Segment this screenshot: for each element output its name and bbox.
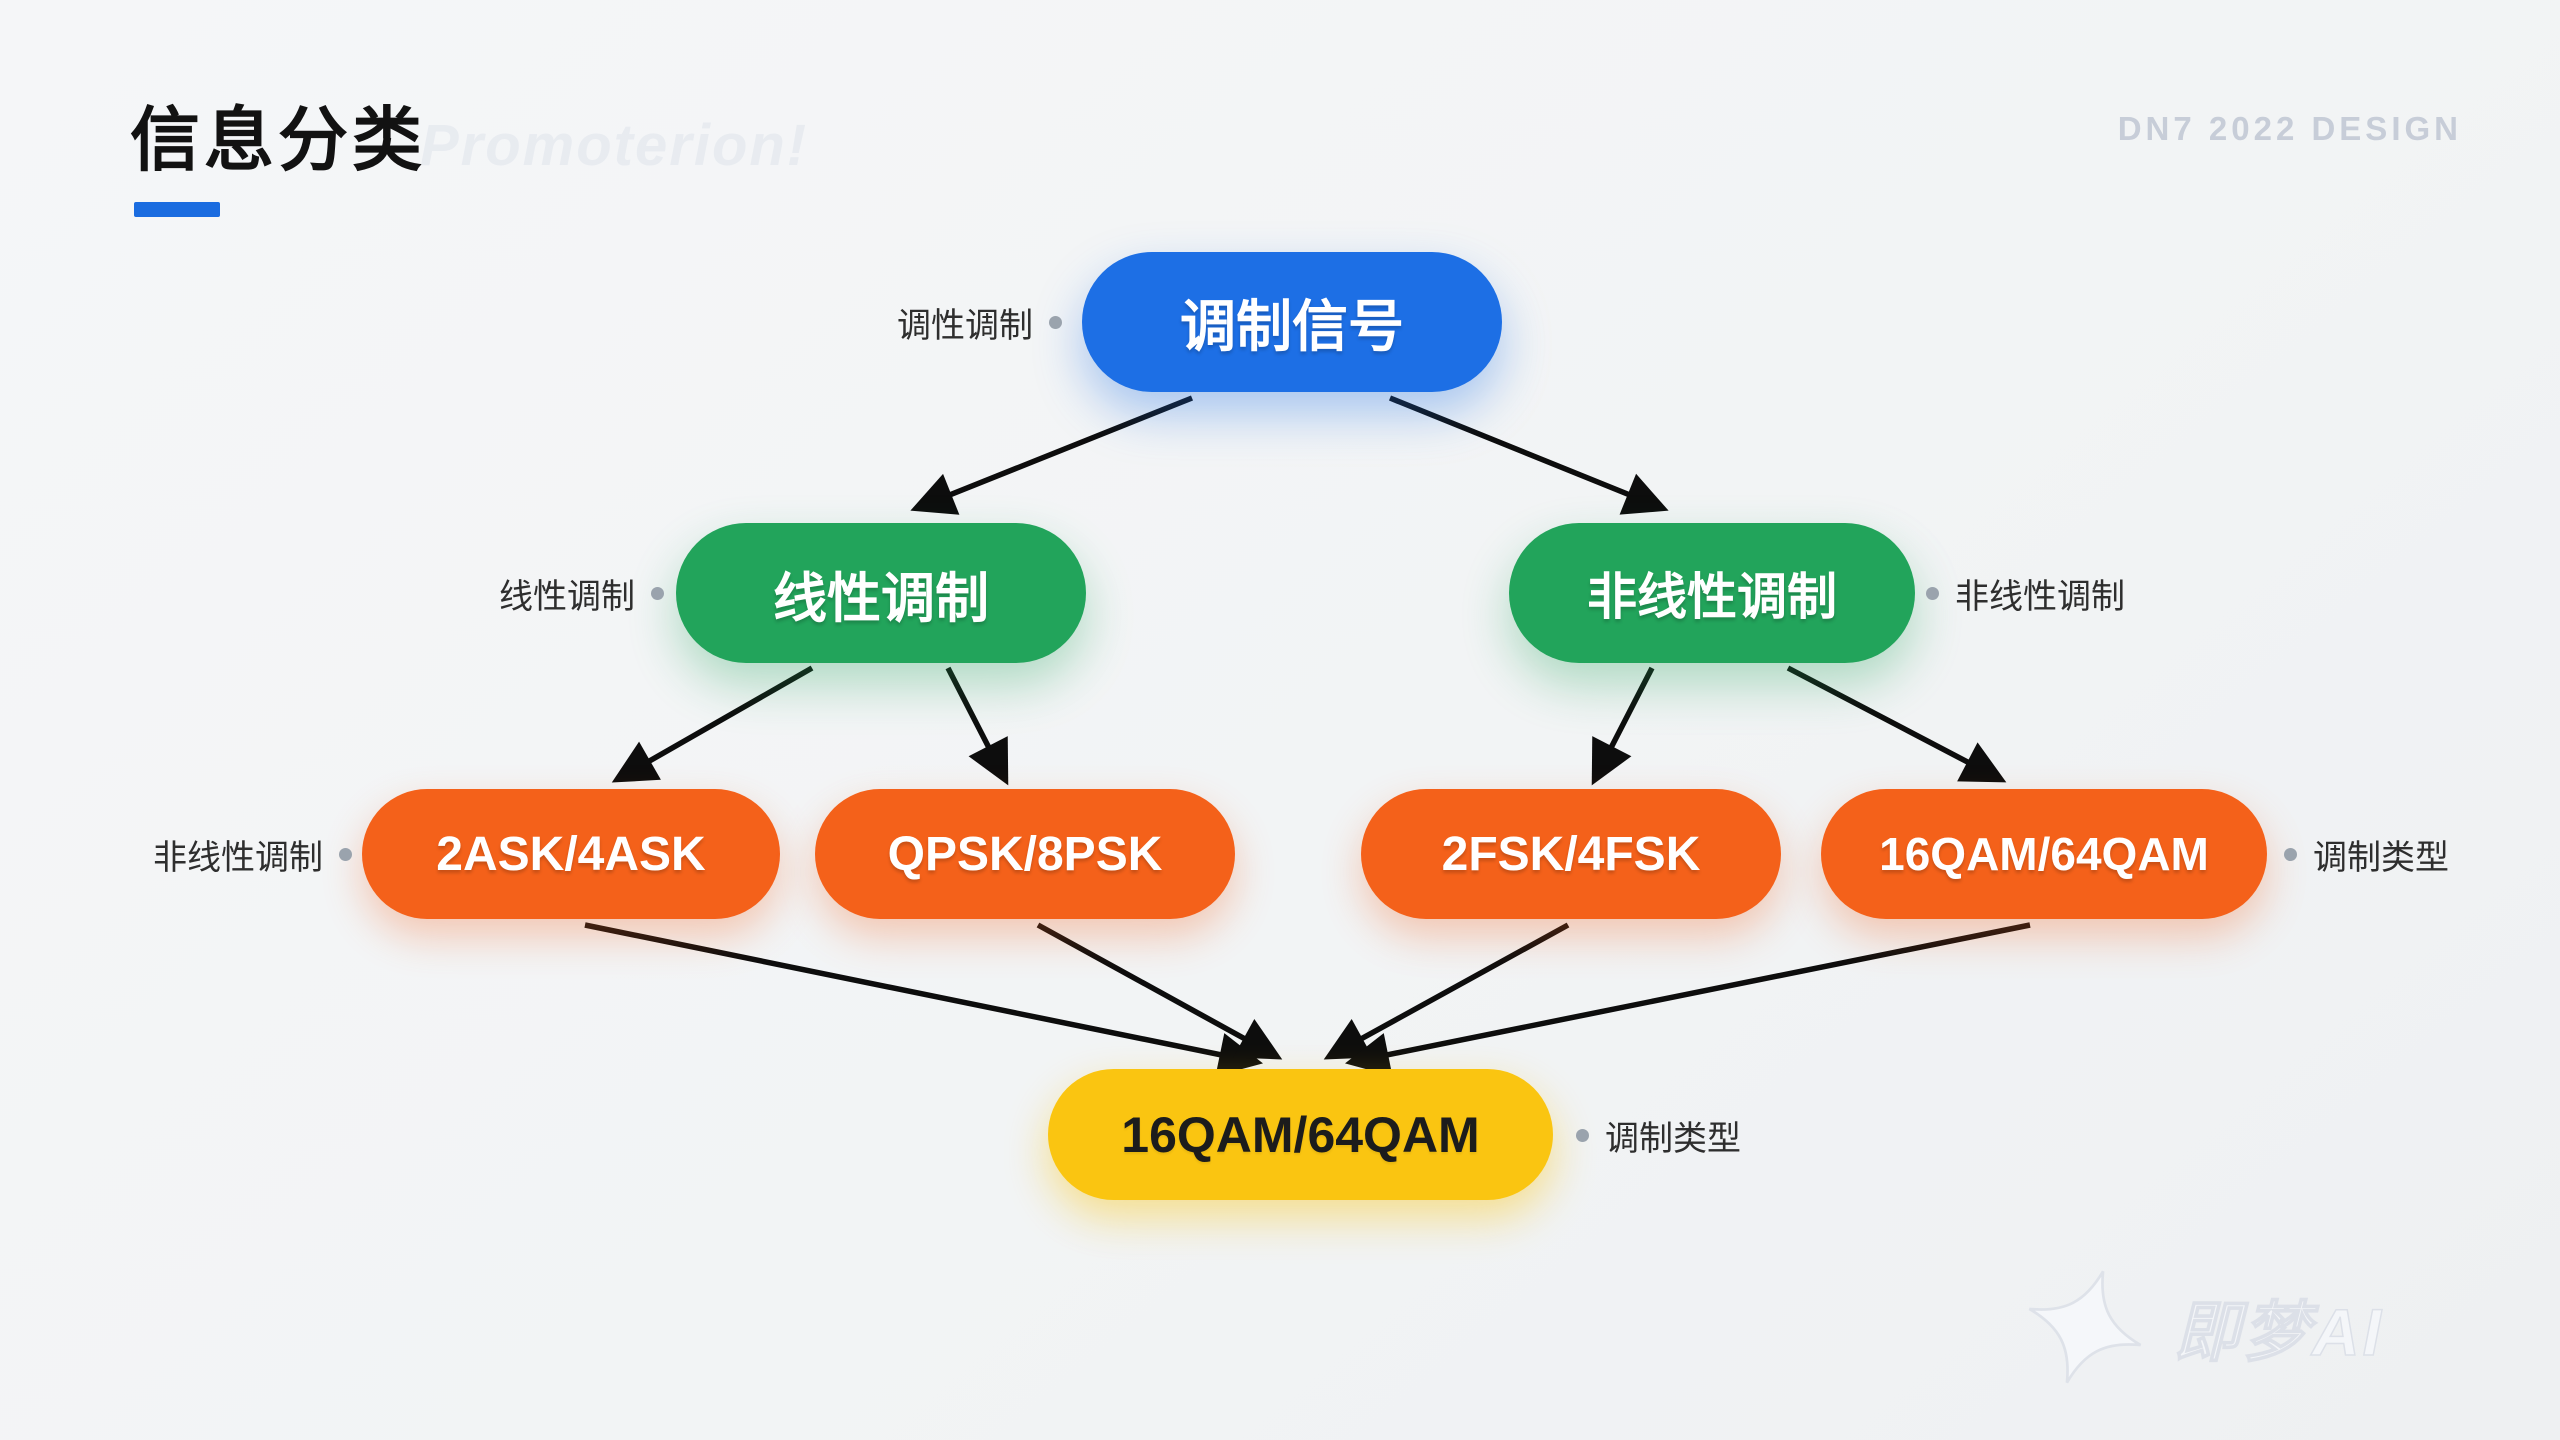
node-label: 调制信号 bbox=[1180, 294, 1404, 358]
node-label: QPSK/8PSK bbox=[887, 827, 1163, 881]
title-underline-bar bbox=[134, 202, 220, 217]
edge-qam-final bbox=[1344, 922, 2031, 1077]
bullet-dot-icon bbox=[1576, 1128, 1589, 1142]
node-label: 2FSK/4FSK bbox=[1441, 827, 1701, 881]
node-modulated-signal: 调制信号 bbox=[1082, 252, 1502, 392]
edge-ask-final bbox=[584, 922, 1264, 1077]
node-label: 线性调制 bbox=[773, 568, 989, 629]
node-fsk: 2FSK/4FSK bbox=[1361, 789, 1781, 919]
annotation-nonlinear: 非线性调制 bbox=[1926, 571, 2125, 616]
jimeng-logo-icon bbox=[2028, 1270, 2142, 1384]
node-linear-modulation: 线性调制 bbox=[676, 523, 1086, 663]
node-ask: 2ASK/4ASK bbox=[362, 789, 780, 919]
node-label: 16QAM/64QAM bbox=[1121, 1106, 1480, 1163]
annotation-linear: 线性调制 bbox=[499, 571, 664, 616]
edge-linear-ask bbox=[611, 665, 814, 783]
edge-root-linear bbox=[910, 395, 1194, 515]
annotation-text: 非线性调制 bbox=[153, 838, 323, 877]
bullet-dot-icon bbox=[2284, 847, 2297, 861]
annotation-ask-row: 非线性调制 bbox=[153, 832, 352, 877]
edge-root-nonlinear bbox=[1388, 395, 1669, 515]
annotation-text: 线性调制 bbox=[499, 577, 635, 616]
annotation-text: 调制类型 bbox=[1605, 1119, 1741, 1158]
page-title: 信息分类 bbox=[130, 101, 426, 179]
bullet-dot-icon bbox=[339, 847, 352, 861]
edge-linear-psk bbox=[945, 666, 1009, 786]
design-credit-watermark: DN7 2022 DESIGN bbox=[2117, 110, 2462, 147]
title-watermark-text: Promoterion! bbox=[420, 113, 809, 178]
bullet-dot-icon bbox=[1926, 586, 1939, 600]
node-nonlinear-modulation: 非线性调制 bbox=[1509, 523, 1915, 663]
edge-psk-final bbox=[1036, 922, 1283, 1060]
bullet-dot-icon bbox=[651, 586, 664, 600]
annotation-text: 调性调制 bbox=[897, 306, 1033, 345]
node-qam-final: 16QAM/64QAM bbox=[1048, 1069, 1553, 1200]
brand-watermark: 即梦AI bbox=[2020, 1262, 2384, 1392]
edge-nonlinear-qam bbox=[1786, 665, 2007, 783]
edge-nonlinear-fsk bbox=[1591, 666, 1655, 786]
node-label: 2ASK/4ASK bbox=[436, 827, 706, 881]
annotation-qam-row: 调制类型 bbox=[2284, 832, 2449, 877]
edge-fsk-final bbox=[1323, 922, 1570, 1060]
node-qam: 16QAM/64QAM bbox=[1821, 789, 2267, 919]
node-label: 非线性调制 bbox=[1587, 569, 1837, 625]
annotation-root: 调性调制 bbox=[897, 300, 1062, 345]
annotation-text: 非线性调制 bbox=[1955, 577, 2125, 616]
bullet-dot-icon bbox=[1049, 315, 1062, 329]
node-label: 16QAM/64QAM bbox=[1879, 828, 2209, 880]
node-psk: QPSK/8PSK bbox=[815, 789, 1235, 919]
annotation-text: 调制类型 bbox=[2313, 838, 2449, 877]
annotation-final: 调制类型 bbox=[1576, 1113, 1741, 1158]
brand-watermark-text: 即梦AI bbox=[2173, 1294, 2384, 1370]
